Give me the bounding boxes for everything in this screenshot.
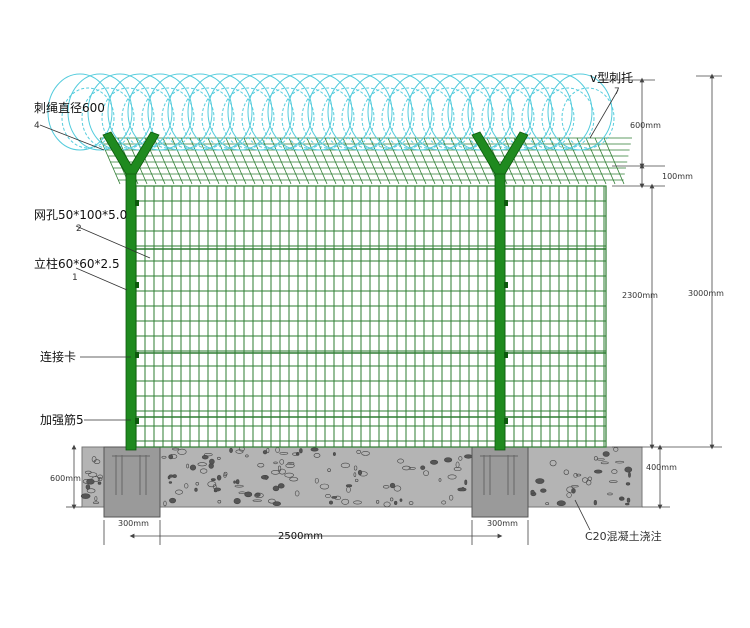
concrete-ground (81, 446, 643, 508)
dim-3000: 3000mm (688, 289, 724, 298)
anchor-bolts-left (112, 455, 150, 495)
v-bracket-number: 7 (614, 87, 620, 97)
dimension-lines (66, 73, 722, 545)
connection-clips (135, 200, 508, 424)
post-right (494, 171, 506, 451)
v-bracket-left (102, 131, 160, 175)
dim-2300: 2300mm (622, 291, 658, 300)
clip-label: 连接卡 (40, 349, 76, 364)
dim-400: 400mm (646, 463, 677, 472)
footing-right (471, 446, 529, 518)
razor-wire-coil (47, 73, 615, 151)
footing-left (103, 446, 161, 518)
rib-label: 加强筋5 (40, 412, 84, 427)
mesh-panel (135, 185, 607, 448)
concrete-label: C20混凝土浇注 (585, 529, 662, 543)
dim-600-depth: 600mm (50, 474, 81, 483)
post-left (125, 171, 137, 451)
dim-span: 2500mm (278, 531, 323, 542)
concrete-texture (80, 446, 633, 508)
leader-lines (39, 89, 619, 531)
dim-footing-right: 300mm (487, 519, 518, 528)
dim-100: 100mm (662, 172, 693, 181)
v-bracket-right (471, 131, 529, 175)
post-label: 立柱60*60*2.5 (34, 256, 120, 271)
mesh-number: 2 (76, 224, 82, 234)
razor-wire-label: 刺绳直径600 (34, 101, 105, 115)
v-bracket-label: v型刺托 (590, 71, 633, 85)
anchor-bolts-right (480, 455, 518, 495)
razor-wire-number: 4 (34, 121, 40, 131)
dim-600-top: 600mm (630, 121, 661, 130)
mesh-label: 网孔50*100*5.0 (34, 208, 127, 222)
top-inclined-mesh (99, 137, 632, 185)
dim-footing-left: 300mm (118, 519, 149, 528)
post-number: 1 (72, 273, 78, 283)
